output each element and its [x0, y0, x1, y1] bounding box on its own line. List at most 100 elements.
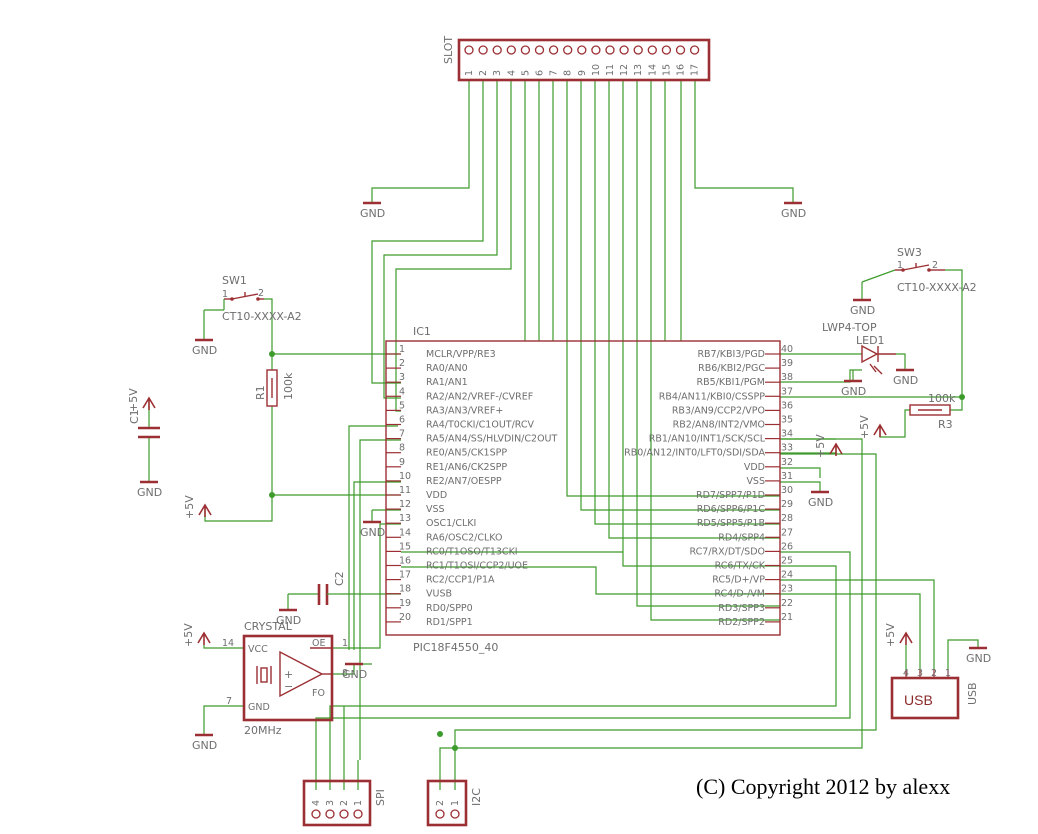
spi-pin-number: 1: [353, 800, 364, 806]
ic-pin-number: 22: [781, 598, 793, 609]
sw3-value: CT10-XXXX-A2: [897, 281, 977, 294]
ic-pin-number: 19: [399, 598, 411, 609]
gnd-label: GND: [192, 739, 217, 752]
svg-text:GND: GND: [248, 702, 270, 713]
switch-sw1: SW1 1 2 CT10-XXXX-A2: [222, 274, 302, 323]
slot-pin-number: 11: [605, 64, 616, 76]
gnd-symbol: GND: [966, 646, 991, 665]
ic-pin-number: 9: [399, 457, 405, 468]
c2-ref: C2: [333, 571, 346, 586]
ic-pin-name: RD7/SPP7/P1D: [696, 490, 765, 501]
usb-pin-number: 1: [945, 668, 951, 679]
gnd-symbol: GND: [781, 201, 806, 220]
svg-text:8: 8: [342, 668, 348, 679]
copyright-text: (C) Copyright 2012 by alexx: [696, 774, 950, 799]
svg-text:−: −: [284, 680, 293, 693]
usb-pin-number: 2: [931, 668, 937, 679]
ic-pin-number: 7: [399, 429, 405, 440]
gnd-symbol: GND: [893, 368, 918, 387]
ic-pin-name: RB4/AN11/KBI0/CSSPP: [659, 391, 765, 402]
slot-pin-hole: [548, 45, 559, 55]
ic-pin-number: 26: [781, 541, 793, 552]
slot-pin-number: 13: [633, 64, 644, 76]
ic-pin-name: RD2/SPP2: [718, 617, 765, 628]
slot-pin-hole: [464, 45, 474, 55]
ic-pin-name: RB2/AN8/INT2/VMO: [673, 420, 765, 431]
ic-pin-number: 24: [781, 570, 793, 581]
slot-pin-number: 2: [478, 70, 489, 76]
gnd-label: GND: [360, 207, 385, 220]
led-led1: LWP4-TOP LED1: [822, 321, 896, 375]
ic-pin-number: 25: [781, 556, 793, 567]
ic-pin-number: 5: [399, 400, 405, 411]
vcc-symbol: +5V: [884, 623, 913, 647]
ic-pin-name: RC4/D-/VM: [714, 589, 765, 600]
ic-pin-name: VDD: [426, 490, 447, 501]
slot-pin-number: 3: [492, 70, 503, 76]
ic-pin-name: MCLR/VPP/RE3: [426, 349, 496, 360]
spi-pin-hole: [353, 809, 363, 819]
ic-pin-name: RB7/KBI3/PGD: [697, 349, 765, 360]
slot-pin-number: 12: [619, 64, 630, 76]
wires: [148, 80, 979, 790]
ic-pin-name: RA3/AN3/VREF+: [426, 405, 503, 416]
svg-text:VCC: VCC: [248, 644, 268, 655]
slot-ref: SLOT: [442, 36, 455, 64]
gnd-symbol: GND: [342, 662, 367, 681]
crystal-value: 20MHz: [244, 724, 282, 737]
ic-pin-name: RC5/D+/VP: [712, 575, 765, 586]
vcc-symbol: +5V: [182, 623, 211, 647]
vcc-label: +5V: [884, 623, 897, 647]
ic-pin-name: RA2/AN2/VREF-/CVREF: [426, 391, 533, 402]
ic-pin-number: 14: [399, 527, 411, 538]
svg-text:2: 2: [258, 288, 264, 299]
ic-pin-name: RC7/RX/DT/SDO: [690, 546, 765, 557]
ic-pin-number: 3: [399, 372, 405, 383]
gnd-label: GND: [360, 526, 385, 539]
vcc-label: +5V: [858, 415, 871, 439]
svg-text:1: 1: [222, 289, 228, 300]
ic-pin-name: RE1/AN6/CK2SPP: [426, 462, 507, 473]
slot-pin-number: 1: [464, 70, 475, 76]
ic-pin-number: 35: [781, 415, 793, 426]
ic-pin-number: 8: [399, 443, 405, 454]
i2c-pin-number: 1: [450, 800, 461, 806]
ic-pin-name: VSS: [746, 476, 765, 487]
led-value: LWP4-TOP: [822, 321, 877, 334]
ic-value: PIC18F4550_40: [413, 641, 498, 654]
gnd-symbol: GND: [360, 201, 385, 220]
resistor-r3: 100k R3: [909, 392, 956, 431]
ic-pin-name: RB6/KBI2/PGC: [698, 363, 765, 374]
ic-pin-number: 16: [399, 556, 411, 567]
slot-pin-hole: [478, 45, 488, 55]
ic-pin-number: 39: [781, 358, 793, 369]
r1-ref: R1: [254, 385, 267, 400]
ic-pin-number: 38: [781, 372, 793, 383]
ic-pin-number: 4: [399, 386, 405, 397]
gnd-symbol: GND: [808, 490, 833, 509]
slot-pin-number: 8: [563, 70, 574, 76]
slot-pin-hole: [647, 45, 657, 55]
gnd-symbols: GND GND GND GND GND GND GND GND GND GND …: [137, 201, 991, 752]
ic-pin-name: RB3/AN9/CCP2/VPO: [672, 405, 765, 416]
gnd-label: GND: [850, 304, 875, 317]
slot-pin-number: 7: [549, 70, 560, 76]
slot-pin-hole: [577, 45, 587, 55]
ic-pin-number: 11: [399, 485, 411, 496]
slot-pin-hole: [605, 45, 615, 55]
gnd-label: GND: [276, 614, 301, 627]
ic-pin-number: 18: [399, 584, 411, 595]
sw1-ref: SW1: [222, 274, 247, 287]
ic-pin-number: 1: [399, 344, 405, 355]
ic-pin-number: 29: [781, 499, 793, 510]
ic-pin-name: RD4/SPP4: [718, 532, 765, 543]
ic-ref: IC1: [413, 325, 431, 338]
ic-pin-number: 40: [781, 344, 793, 355]
ic-pin-name: OSC1/CLKI: [426, 518, 476, 529]
ic-pin-number: 31: [781, 471, 793, 482]
ic-pin-name: RB0/AN12/INT0/LFT0/SDI/SDA: [624, 448, 765, 459]
slot-pin-hole: [689, 45, 700, 55]
